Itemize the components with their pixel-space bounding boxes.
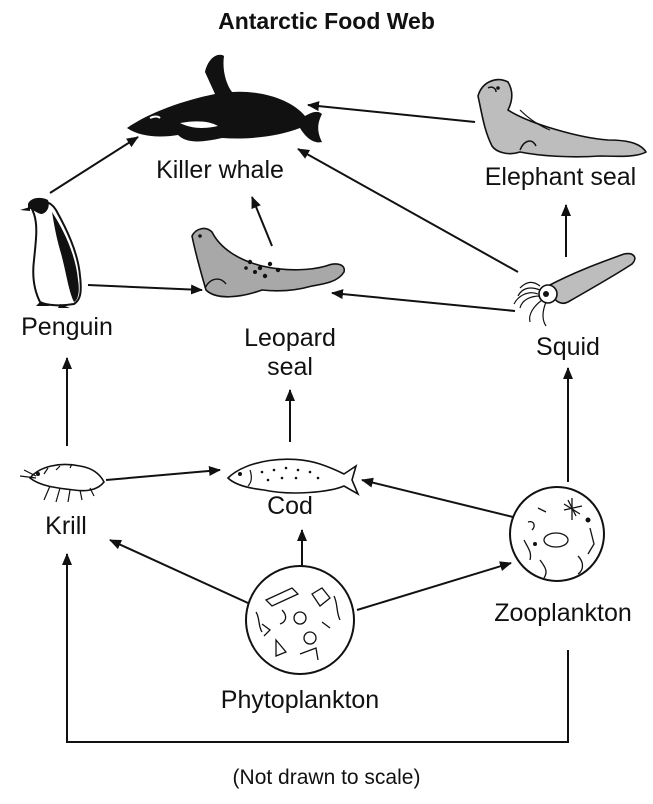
krill-icon: [20, 464, 104, 502]
label-krill: Krill: [16, 512, 116, 541]
footnote: (Not drawn to scale): [0, 766, 653, 790]
arrow-zooplankton-to-cod: [362, 480, 513, 517]
label-cod: Cod: [240, 492, 340, 521]
arrow-leopard-seal-to-killer-whale: [252, 197, 272, 246]
label-squid: Squid: [508, 333, 628, 362]
killer-whale-icon: [127, 55, 322, 143]
arrow-elephant-seal-to-killer-whale: [308, 105, 475, 122]
penguin-icon: [20, 198, 81, 308]
squid-icon: [514, 254, 635, 326]
arrow-squid-to-leopard-seal: [332, 293, 515, 311]
arrow-penguin-to-killer-whale: [50, 137, 138, 193]
elephant-seal-icon: [478, 80, 646, 157]
label-elephant-seal: Elephant seal: [468, 163, 653, 192]
label-phytoplankton: Phytoplankton: [185, 686, 415, 715]
arrow-penguin-to-leopard-seal: [88, 285, 202, 290]
label-leopard-seal-line2: seal: [220, 353, 360, 382]
label-zooplankton: Zooplankton: [473, 599, 653, 628]
phytoplankton-icon: [246, 566, 354, 674]
label-leopard-seal-line1: Leopard: [220, 324, 360, 353]
label-killer-whale: Killer whale: [130, 156, 310, 185]
arrow-phytoplankton-to-krill: [110, 540, 248, 603]
cod-icon: [228, 459, 358, 494]
label-penguin: Penguin: [0, 313, 134, 342]
zooplankton-icon: [510, 487, 604, 581]
arrow-krill-to-cod: [106, 470, 220, 480]
